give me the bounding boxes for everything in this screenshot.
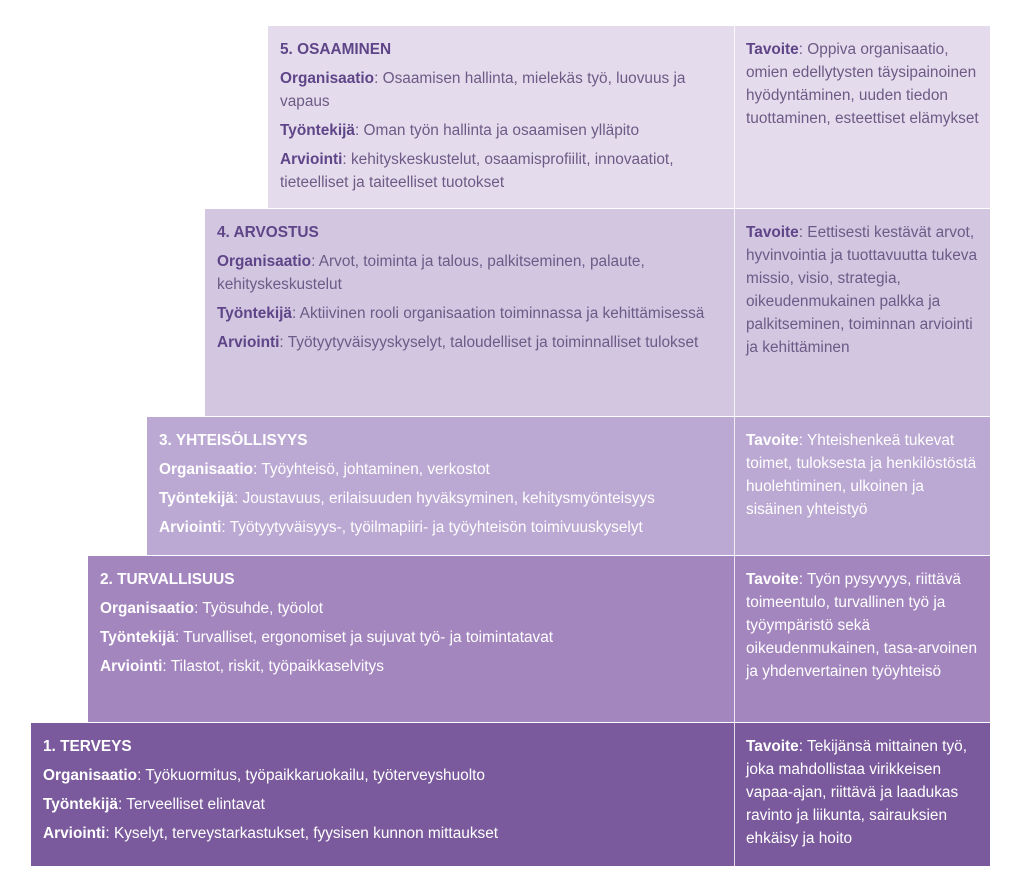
- row-label: Organisaatio: [43, 767, 138, 784]
- tyontekija-row: Työntekijä: Oman työn hallinta ja osaami…: [280, 119, 720, 142]
- row-label: Työntekijä: [217, 305, 292, 322]
- row-text: : Tilastot, riskit, työpaikkaselvitys: [162, 658, 384, 675]
- tyontekija-row: Työntekijä: Aktiivinen rooli organisaati…: [217, 302, 720, 325]
- level-title: 3. YHTEISÖLLISYYS: [159, 432, 308, 449]
- row-label: Työntekijä: [280, 122, 355, 139]
- row-label: Arviointi: [43, 825, 106, 842]
- organisaatio-row: Organisaatio: Työyhteisö, johtaminen, ve…: [159, 458, 720, 481]
- row-label: Arviointi: [280, 151, 343, 168]
- level-title: 4. ARVOSTUS: [217, 224, 319, 241]
- goal-label: Tavoite: [746, 571, 799, 588]
- goal-text: : Työn pysyvyys, riittävä toimeentulo, t…: [746, 571, 978, 680]
- arviointi-row: Arviointi: Tilastot, riskit, työpaikkase…: [100, 655, 720, 678]
- level-4-arvostus: 4. ARVOSTUS Organisaatio: Arvot, toimint…: [205, 208, 990, 416]
- row-label: Organisaatio: [100, 600, 195, 617]
- row-label: Organisaatio: [159, 461, 254, 478]
- arviointi-row: Arviointi: Kyselyt, terveystarkastukset,…: [43, 822, 720, 845]
- level-2-content: 2. TURVALLISUUS Organisaatio: Työsuhde, …: [88, 556, 734, 722]
- goal-label: Tavoite: [746, 224, 799, 241]
- level-1-content: 1. TERVEYS Organisaatio: Työkuormitus, t…: [31, 723, 734, 866]
- row-label: Arviointi: [159, 519, 222, 536]
- row-label: Organisaatio: [280, 70, 375, 87]
- organisaatio-row: Organisaatio: Työkuormitus, työpaikkaruo…: [43, 764, 720, 787]
- level-title: 2. TURVALLISUUS: [100, 571, 235, 588]
- row-label: Arviointi: [217, 334, 280, 351]
- goal-label: Tavoite: [746, 738, 799, 755]
- level-4-goal: Tavoite: Eettisesti kestävät arvot, hyvi…: [734, 209, 990, 416]
- row-text: : kehityskeskustelut, osaamisprofiilit, …: [280, 151, 674, 191]
- goal-label: Tavoite: [746, 41, 799, 58]
- level-4-content: 4. ARVOSTUS Organisaatio: Arvot, toimint…: [205, 209, 734, 416]
- tyontekija-row: Työntekijä: Turvalliset, ergonomiset ja …: [100, 626, 720, 649]
- row-label: Arviointi: [100, 658, 163, 675]
- row-label: Työntekijä: [100, 629, 175, 646]
- organisaatio-row: Organisaatio: Työsuhde, työolot: [100, 597, 720, 620]
- row-text: : Työsuhde, työolot: [194, 600, 324, 617]
- arviointi-row: Arviointi: kehityskeskustelut, osaamispr…: [280, 148, 720, 194]
- level-title: 1. TERVEYS: [43, 738, 132, 755]
- row-label: Työntekijä: [43, 796, 118, 813]
- row-text: : Turvalliset, ergonomiset ja sujuvat ty…: [174, 629, 554, 646]
- row-text: : Joustavuus, erilaisuuden hyväksyminen,…: [233, 490, 655, 507]
- level-1-terveys: 1. TERVEYS Organisaatio: Työkuormitus, t…: [31, 722, 990, 866]
- row-text: : Työyhteisö, johtaminen, verkostot: [253, 461, 490, 478]
- level-3-content: 3. YHTEISÖLLISYYS Organisaatio: Työyhtei…: [147, 417, 734, 555]
- row-text: : Työtyytyväisyys-, työilmapiiri- ja työ…: [221, 519, 643, 536]
- level-5-osaaminen: 5. OSAAMINEN Organisaatio: Osaamisen hal…: [268, 25, 990, 208]
- level-2-goal: Tavoite: Työn pysyvyys, riittävä toimeen…: [734, 556, 990, 722]
- goal-text: : Eettisesti kestävät arvot, hyvinvointi…: [746, 224, 978, 356]
- row-text: : Terveelliset elintavat: [117, 796, 265, 813]
- level-3-yhteisollisyys: 3. YHTEISÖLLISYYS Organisaatio: Työyhtei…: [147, 416, 990, 555]
- row-text: : Työkuormitus, työpaikkaruokailu, työte…: [137, 767, 485, 784]
- row-text: : Työtyytyväisyyskyselyt, taloudelliset …: [279, 334, 699, 351]
- row-label: Organisaatio: [217, 253, 312, 270]
- arviointi-row: Arviointi: Työtyytyväisyyskyselyt, talou…: [217, 331, 720, 354]
- level-5-content: 5. OSAAMINEN Organisaatio: Osaamisen hal…: [268, 26, 734, 208]
- row-text: : Aktiivinen rooli organisaation toiminn…: [291, 305, 705, 322]
- tyontekija-row: Työntekijä: Terveelliset elintavat: [43, 793, 720, 816]
- goal-label: Tavoite: [746, 432, 799, 449]
- organisaatio-row: Organisaatio: Osaamisen hallinta, mielek…: [280, 67, 720, 113]
- arviointi-row: Arviointi: Työtyytyväisyys-, työilmapiir…: [159, 516, 720, 539]
- level-3-goal: Tavoite: Yhteishenkeä tukevat toimet, tu…: [734, 417, 990, 555]
- row-text: : Kyselyt, terveystarkastukset, fyysisen…: [105, 825, 499, 842]
- organisaatio-row: Organisaatio: Arvot, toiminta ja talous,…: [217, 250, 720, 296]
- row-label: Työntekijä: [159, 490, 234, 507]
- tyontekija-row: Työntekijä: Joustavuus, erilaisuuden hyv…: [159, 487, 720, 510]
- level-title: 5. OSAAMINEN: [280, 41, 392, 58]
- level-1-goal: Tavoite: Tekijänsä mittainen työ, joka m…: [734, 723, 990, 866]
- level-2-turvallisuus: 2. TURVALLISUUS Organisaatio: Työsuhde, …: [88, 555, 990, 722]
- row-text: : Arvot, toiminta ja talous, palkitsemin…: [217, 253, 645, 293]
- goal-text: : Tekijänsä mittainen työ, joka mahdolli…: [746, 738, 967, 847]
- level-5-goal: Tavoite: Oppiva organisaatio, omien edel…: [734, 26, 990, 208]
- row-text: : Osaamisen hallinta, mielekäs työ, luov…: [280, 70, 686, 110]
- goal-text: : Oppiva organisaatio, omien edellytyste…: [746, 41, 979, 127]
- row-text: : Oman työn hallinta ja osaamisen ylläpi…: [354, 122, 640, 139]
- goal-text: : Yhteishenkeä tukevat toimet, tuloksest…: [746, 432, 977, 518]
